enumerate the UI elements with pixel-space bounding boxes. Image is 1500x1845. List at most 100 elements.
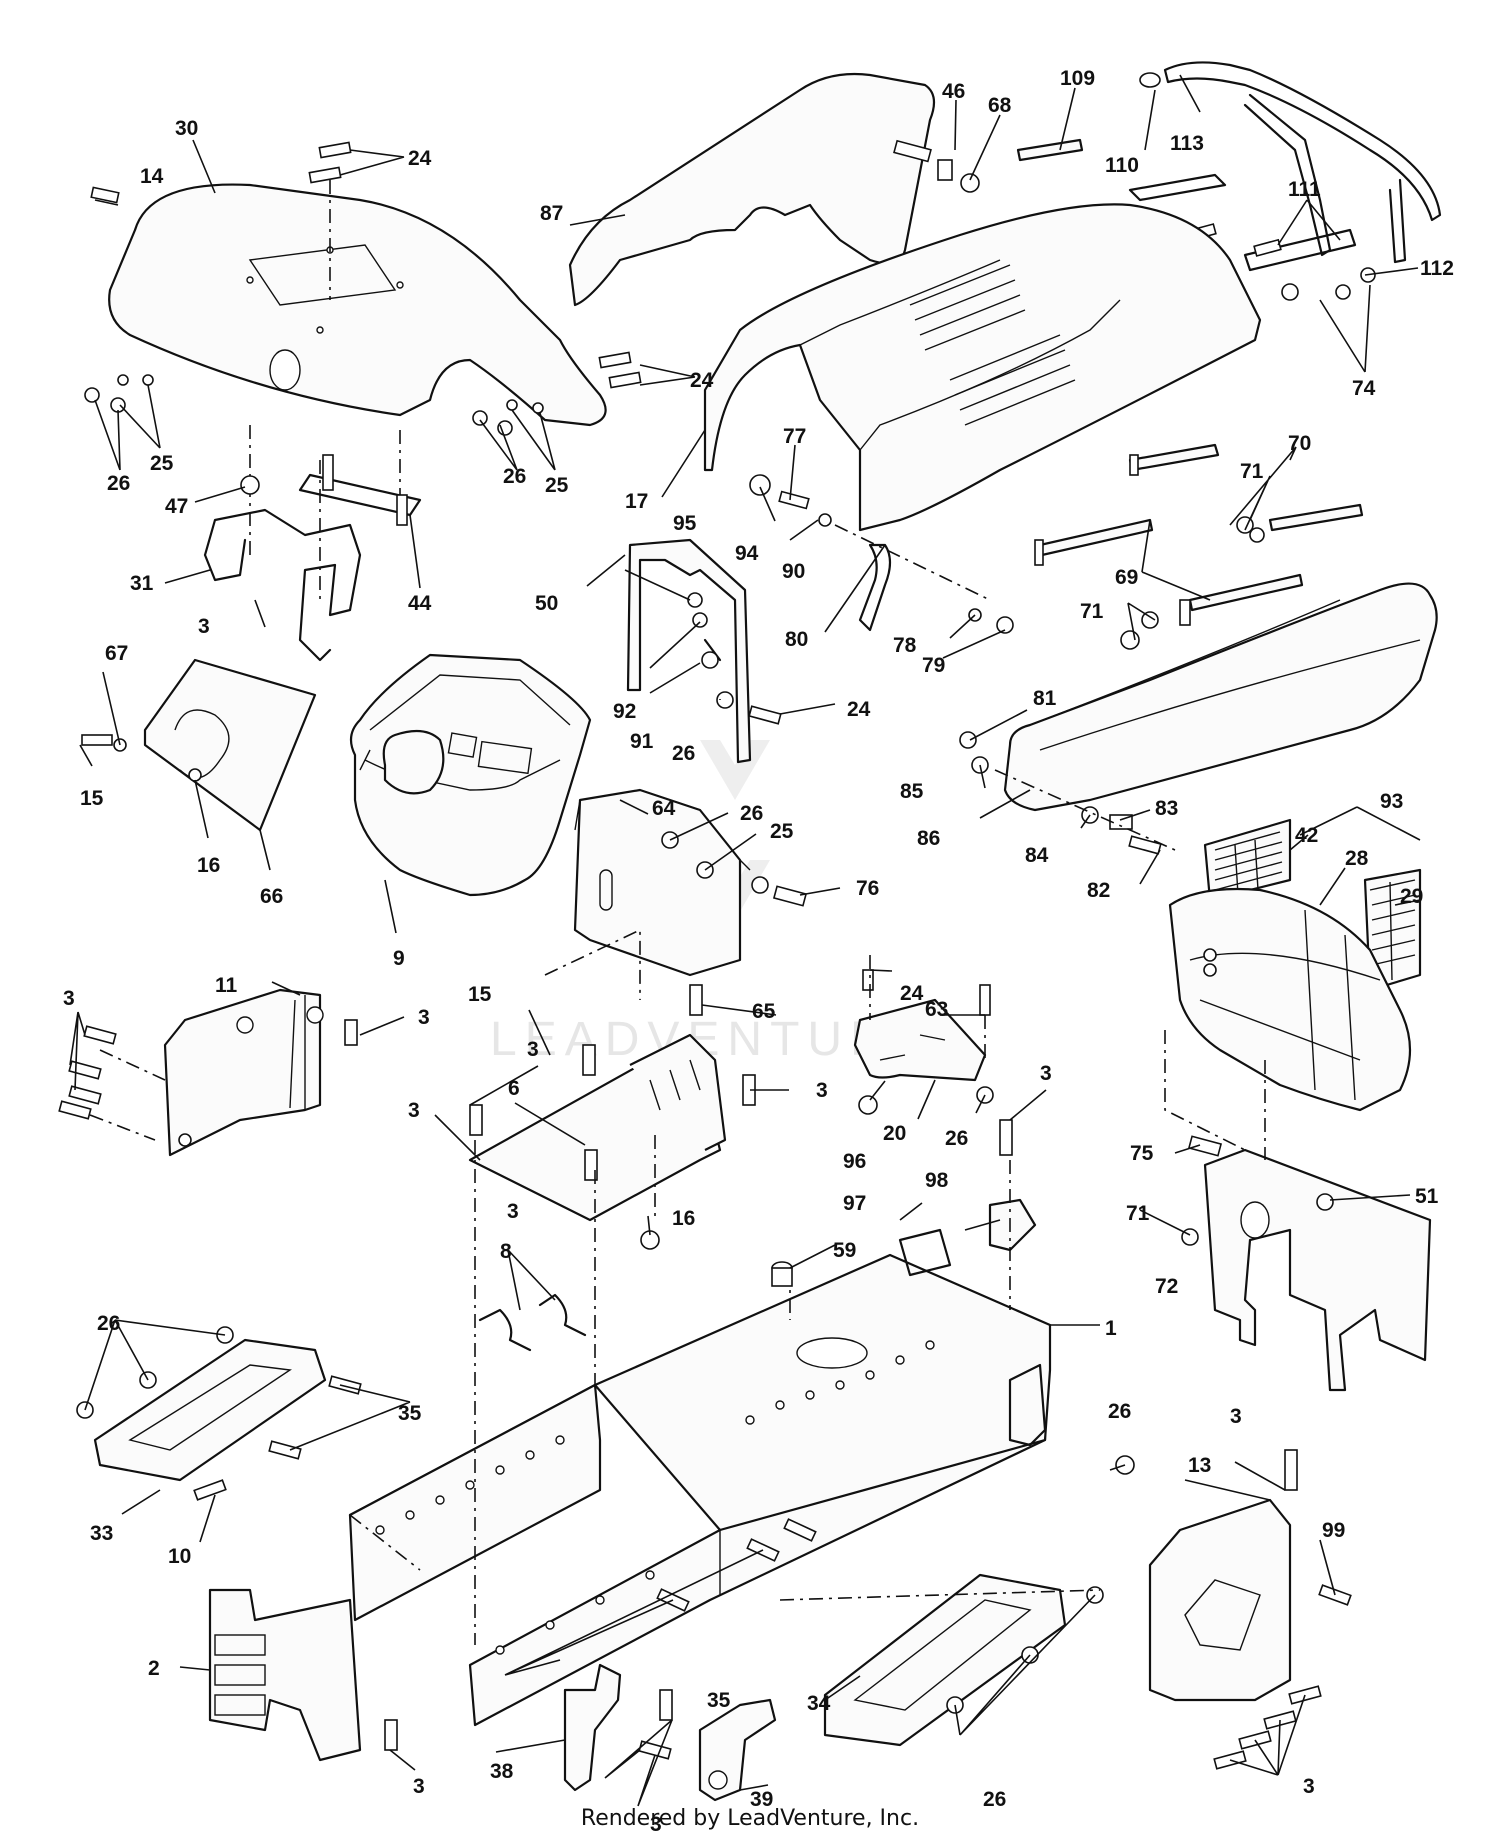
callout-26: 26	[945, 1127, 968, 1150]
callout-29: 29	[1400, 885, 1423, 908]
callout-94: 94	[735, 542, 759, 565]
part-30-rear-fender	[108, 183, 607, 427]
callout-64: 64	[652, 797, 676, 820]
callout-24: 24	[847, 698, 871, 721]
callout-91: 91	[630, 730, 654, 753]
callout-26: 26	[503, 465, 526, 488]
callout-80: 80	[785, 628, 808, 651]
part-31-bracket	[203, 475, 362, 662]
part-86-bumper	[959, 582, 1438, 855]
callout-3: 3	[1303, 1775, 1315, 1798]
callout-14: 14	[140, 165, 164, 188]
callout-33: 33	[90, 1522, 113, 1545]
part-20-plate	[853, 955, 994, 1115]
part-38-bracket	[563, 1663, 672, 1792]
callout-50: 50	[535, 592, 558, 615]
callout-26: 26	[107, 472, 130, 495]
callout-24: 24	[690, 369, 714, 392]
part-34-footrest	[779, 1573, 1104, 1747]
part-1-main-frame	[348, 1135, 1052, 1727]
callout-68: 68	[988, 94, 1012, 117]
part-59-spacer	[771, 1261, 793, 1287]
callout-15: 15	[80, 787, 104, 810]
callout-59: 59	[833, 1239, 856, 1262]
part-39-bracket	[656, 1518, 817, 1802]
part-2-bracket	[208, 1588, 398, 1762]
part-33-footrest	[76, 1326, 362, 1501]
callout-24: 24	[408, 147, 432, 170]
callout-97: 97	[843, 1192, 866, 1215]
callout-26: 26	[672, 742, 695, 765]
part-109-rod	[1016, 138, 1084, 162]
callout-86: 86	[917, 827, 940, 850]
callout-82: 82	[1087, 879, 1110, 902]
part-50-bracket	[626, 538, 782, 764]
callout-87: 87	[540, 202, 563, 225]
callout-leaders	[69, 74, 1421, 1807]
callout-35: 35	[707, 1689, 731, 1712]
part-66-shield	[81, 658, 317, 832]
part-17-hood	[703, 203, 1262, 532]
callout-3: 3	[816, 1079, 828, 1102]
callout-76: 76	[856, 877, 879, 900]
callout-111: 111	[1288, 178, 1321, 201]
part-30-hardware	[84, 141, 642, 600]
callout-38: 38	[490, 1760, 514, 1783]
callout-3: 3	[1040, 1062, 1052, 1085]
callout-3: 3	[650, 1813, 662, 1836]
callout-1: 1	[1105, 1317, 1117, 1340]
callout-3: 3	[507, 1200, 519, 1223]
mesh-lines	[1214, 831, 1416, 981]
callout-65: 65	[752, 1000, 776, 1023]
callout-6: 6	[508, 1077, 520, 1100]
callout-3: 3	[63, 987, 75, 1010]
part-113-handle	[1128, 61, 1442, 301]
callout-3: 3	[527, 1038, 539, 1061]
callout-74: 74	[1352, 377, 1376, 400]
callout-81: 81	[1033, 687, 1057, 710]
callout-69: 69	[1115, 566, 1138, 589]
part-13-side-panel	[1115, 1449, 1352, 1770]
callout-30: 30	[175, 117, 198, 140]
callout-75: 75	[1130, 1142, 1154, 1165]
callout-16: 16	[197, 854, 220, 877]
callout-3: 3	[198, 615, 210, 638]
part-8-clips	[478, 1293, 587, 1352]
callout-35: 35	[398, 1402, 422, 1425]
part-72-bracket	[1164, 1030, 1432, 1392]
part-87-side-panel	[568, 72, 980, 307]
callout-31: 31	[130, 572, 154, 595]
callout-46: 46	[942, 80, 965, 103]
callout-2: 2	[148, 1657, 160, 1680]
part-64-bracket	[544, 788, 808, 1000]
part-98-bracket	[988, 1119, 1037, 1252]
callout-26: 26	[1108, 1400, 1131, 1423]
callout-16: 16	[672, 1207, 695, 1230]
callout-25: 25	[545, 474, 569, 497]
callout-51: 51	[1415, 1185, 1439, 1208]
callout-78: 78	[893, 634, 917, 657]
callout-20: 20	[883, 1122, 906, 1145]
callout-3: 3	[413, 1775, 425, 1798]
callout-3: 3	[1230, 1405, 1242, 1428]
part-69-70-rods	[1034, 443, 1364, 650]
part-6-floor-plate	[468, 984, 756, 1250]
callout-71: 71	[1126, 1202, 1150, 1225]
callout-77: 77	[783, 425, 806, 448]
callout-99: 99	[1322, 1519, 1345, 1542]
callout-113: 113	[1170, 132, 1204, 155]
callout-112: 112	[1420, 257, 1454, 280]
callout-15: 15	[468, 983, 492, 1006]
callout-95: 95	[673, 512, 697, 535]
callout-79: 79	[922, 654, 945, 677]
part-44-plate	[298, 454, 422, 526]
part-17-hardware	[749, 474, 1014, 634]
part-93-grille-assembly	[1168, 818, 1422, 1112]
callout-90: 90	[782, 560, 805, 583]
credit-line: Rendered by LeadVenture, Inc.	[580, 1806, 920, 1831]
callout-25: 25	[770, 820, 794, 843]
callout-17: 17	[625, 490, 648, 513]
callout-42: 42	[1295, 824, 1318, 847]
callout-39: 39	[750, 1788, 773, 1811]
part-11-side-panel	[58, 988, 358, 1157]
